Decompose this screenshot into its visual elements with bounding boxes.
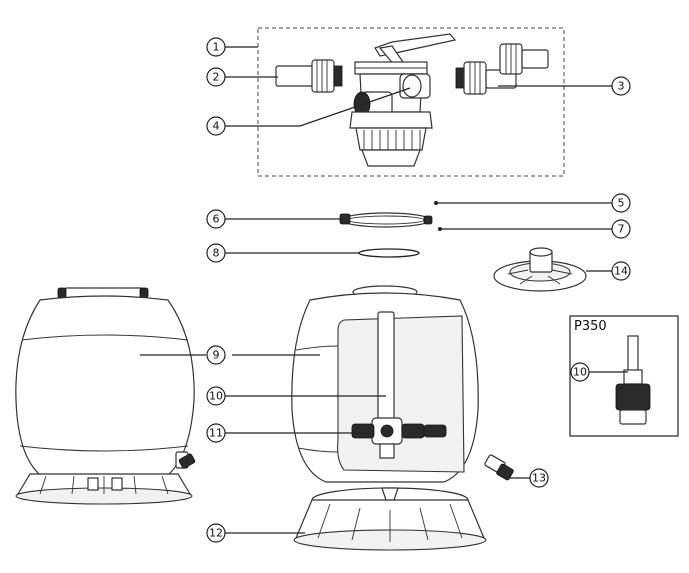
callout-7: 7: [611, 219, 631, 239]
multiport-valve: [349, 33, 457, 167]
callout-1: 1: [206, 37, 226, 57]
valve-assembly-group-box: [257, 27, 565, 177]
svg-text:8: 8: [213, 247, 220, 260]
p350-standpipe: [615, 335, 651, 425]
clamp-ring: [339, 212, 433, 228]
union-connector-right: [455, 43, 549, 95]
o-ring: [358, 248, 420, 258]
callout-10-inset: 10: [570, 362, 590, 382]
svg-text:6: 6: [213, 213, 220, 226]
svg-text:12: 12: [209, 527, 223, 540]
diffuser: [493, 247, 587, 292]
svg-text:2: 2: [213, 71, 220, 84]
leader-lines: [140, 46, 628, 534]
tank-base: [293, 487, 487, 551]
callout-6: 6: [206, 209, 226, 229]
svg-text:1: 1: [213, 41, 220, 54]
callout-3: 3: [611, 76, 631, 96]
svg-text:13: 13: [532, 472, 546, 485]
callout-9: 9: [206, 345, 226, 365]
cutaway-filter-tank: [291, 285, 479, 483]
svg-text:5: 5: [618, 197, 625, 210]
svg-text:10: 10: [573, 366, 587, 379]
callout-5: 5: [611, 193, 631, 213]
svg-text:7: 7: [618, 223, 625, 236]
svg-text:14: 14: [614, 265, 628, 278]
callout-14: 14: [611, 261, 631, 281]
lateral-hub: [351, 417, 447, 459]
svg-text:11: 11: [209, 427, 223, 440]
callout-4: 4: [206, 116, 226, 136]
callout-13: 13: [529, 468, 549, 488]
svg-text:4: 4: [213, 120, 220, 133]
callout-8: 8: [206, 243, 226, 263]
union-connector-left: [275, 59, 343, 93]
assembled-filter-tank: [15, 287, 196, 505]
svg-text:10: 10: [209, 390, 223, 403]
callout-2: 2: [206, 67, 226, 87]
callout-11: 11: [206, 423, 226, 443]
svg-text:9: 9: [213, 349, 220, 362]
callout-12: 12: [206, 523, 226, 543]
svg-text:3: 3: [618, 80, 625, 93]
callout-10: 10: [206, 386, 226, 406]
p350-inset-title: P350: [574, 319, 607, 334]
drain-plug: [484, 454, 514, 481]
